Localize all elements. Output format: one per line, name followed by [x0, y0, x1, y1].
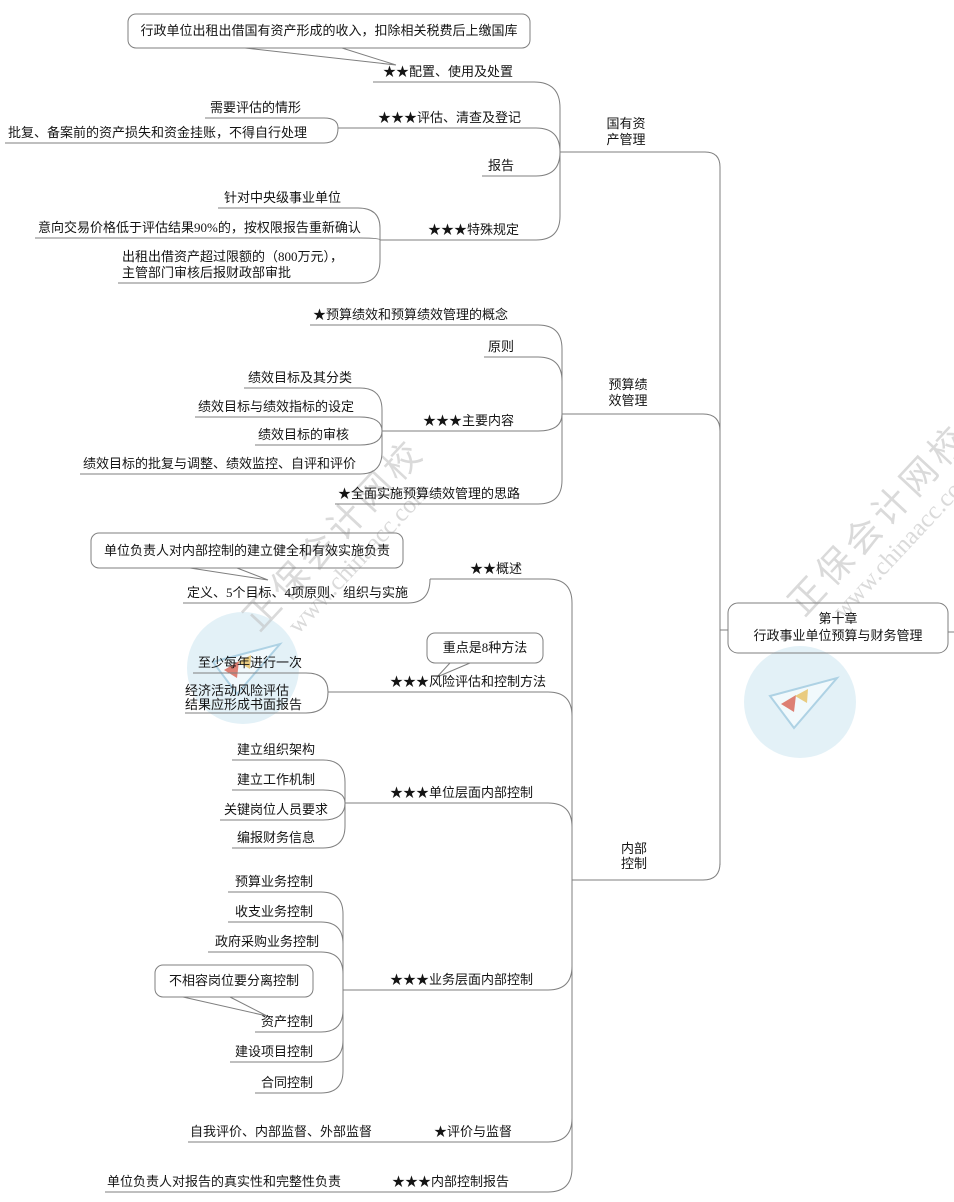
connector-config-use — [373, 81, 561, 152]
connector-price-below-90 — [35, 237, 381, 241]
node-eval-needed: 需要评估的情形 — [210, 100, 302, 115]
connector-org-structure — [232, 759, 346, 803]
node-goal-setting: 绩效目标与绩效指标的设定 — [198, 399, 355, 414]
node-eval-check-register: ★★★评估、清查及登记 — [378, 110, 522, 125]
node-risk-report: 经济活动风险评估 结果应形成书面报告 — [185, 683, 303, 712]
root-title: 行政事业单位预算与财务管理 — [753, 628, 923, 643]
node-financial-info: 编报财务信息 — [237, 830, 316, 845]
node-concept: ★预算绩效和预算绩效管理的概念 — [313, 307, 509, 322]
node-asset-ctrl: 资产控制 — [261, 1014, 314, 1029]
callout-incompatible: 不相容岗位要分离控制 — [168, 973, 299, 988]
connector-goal-approval — [80, 431, 383, 475]
connector-goal-classify — [244, 387, 383, 431]
connector-trunk — [704, 151, 721, 865]
node-config-use-disposal: ★★配置、使用及处置 — [383, 64, 514, 79]
node-contract-ctrl: 合同控制 — [261, 1075, 314, 1090]
node-overview: ★★概述 — [470, 561, 523, 576]
node-gov-procurement: 政府采购业务控制 — [215, 934, 320, 949]
connector-branch-internal-control — [572, 862, 721, 881]
connector-full-implement — [335, 414, 563, 505]
node-budget-biz: 预算业务控制 — [235, 874, 314, 889]
node-principle: 原则 — [488, 339, 515, 354]
connector-central-units — [218, 207, 381, 240]
node-project-ctrl: 建设项目控制 — [235, 1044, 314, 1059]
callout-tail — [182, 996, 268, 1017]
callout-tail — [189, 567, 269, 581]
node-work-mechanism: 建立工作机制 — [237, 772, 316, 787]
connector-concept — [310, 324, 563, 414]
callout-box-rent-income — [127, 13, 531, 49]
node-goal-approval: 绩效目标的批复与调整、绩效监控、自评和评价 — [83, 456, 357, 471]
connector-branch-budget-perf — [562, 413, 721, 432]
connector-overview — [430, 578, 573, 880]
callout-tail — [436, 662, 471, 678]
callout-8-methods: 重点是8种方法 — [442, 640, 528, 655]
node-definition: 定义、5个目标、4项原则、组织与实施 — [187, 585, 409, 600]
root-chapter: 第十章 — [818, 611, 858, 626]
node-org-structure: 建立组织架构 — [237, 742, 316, 757]
branch-label-internal-control: 内部 控制 — [620, 841, 647, 871]
connector-over-limit — [118, 240, 381, 284]
brand-logo-icon — [744, 646, 856, 758]
node-report: 报告 — [488, 158, 515, 173]
node-main-content: ★★★主要内容 — [423, 413, 515, 428]
connector-principle — [484, 356, 563, 414]
node-risk-method: ★★★风险评估和控制方法 — [390, 674, 547, 689]
node-central-units: 针对中央级事业单位 — [224, 190, 342, 205]
callout-box-leader — [90, 532, 404, 569]
connector-eval-needed — [205, 117, 339, 129]
callout-box-incompatible — [154, 964, 314, 998]
brand-logo-icon — [187, 612, 299, 724]
connector-annual-once — [193, 672, 329, 693]
node-unit-level: ★★★单位层面内部控制 — [390, 785, 534, 800]
connector-goal-setting — [195, 416, 383, 432]
connector-financial-info — [232, 803, 346, 849]
callout-leader-duty: 单位负责人对内部控制的建立健全和有效实施负责 — [103, 543, 390, 558]
node-full-implement: ★全面实施预算绩效管理的思路 — [338, 486, 521, 501]
connector-definition — [183, 578, 431, 604]
connector-ic-report — [105, 880, 573, 1193]
node-evaluation: ★评价与监督 — [434, 1124, 513, 1139]
callout-rent-income: 行政单位出租出借国有资产形成的收入，扣除相关税费后上缴国库 — [140, 23, 518, 38]
node-key-positions: 关键岗位人员要求 — [224, 802, 329, 817]
connector-risk-method — [328, 691, 573, 717]
node-goal-review: 绩效目标的审核 — [258, 427, 350, 442]
callout-box-8methods — [426, 632, 544, 664]
node-business-level: ★★★业务层面内部控制 — [390, 972, 534, 987]
node-report-duty: 单位负责人对报告的真实性和完整性负责 — [107, 1174, 342, 1189]
branch-label-budget-perf: 预算绩 效管理 — [608, 377, 648, 408]
callout-tail — [244, 47, 397, 66]
node-ic-report: ★★★内部控制报告 — [392, 1174, 510, 1189]
connector-budget-biz — [228, 891, 344, 990]
connector-contract-ctrl — [255, 990, 344, 1094]
connector-special-rules — [380, 152, 561, 241]
node-special-rules: ★★★特殊规定 — [428, 222, 520, 237]
branch-label-state-assets: 国有资 产管理 — [606, 116, 646, 147]
node-annual-once: 至少每年进行一次 — [198, 655, 303, 670]
connector-gov-procurement — [208, 951, 344, 990]
root-box — [727, 602, 949, 654]
connector-unit-level — [345, 802, 573, 828]
connector-no-self-handle — [5, 127, 339, 144]
connector-eval-register — [338, 127, 561, 153]
connector-income-expense — [228, 921, 344, 990]
node-price-below-90: 意向交易价格低于评估结果90%的，按权限报告重新确认 — [38, 220, 361, 235]
connector-work-mechanism — [232, 789, 346, 804]
node-self-eval: 自我评价、内部监督、外部监督 — [190, 1124, 373, 1139]
connector-risk-report — [185, 691, 329, 714]
node-goal-classify: 绩效目标及其分类 — [248, 370, 353, 385]
node-no-self-handle: 批复、备案前的资产损失和资金挂账，不得自行处理 — [8, 125, 308, 140]
node-over-limit: 出租出借资产超过限额的（800万元）， 主管部门审核后报财政部审批 — [122, 249, 344, 280]
root-topic: 第十章行政事业单位预算与财务管理 — [728, 610, 948, 644]
node-income-expense: 收支业务控制 — [235, 904, 314, 919]
